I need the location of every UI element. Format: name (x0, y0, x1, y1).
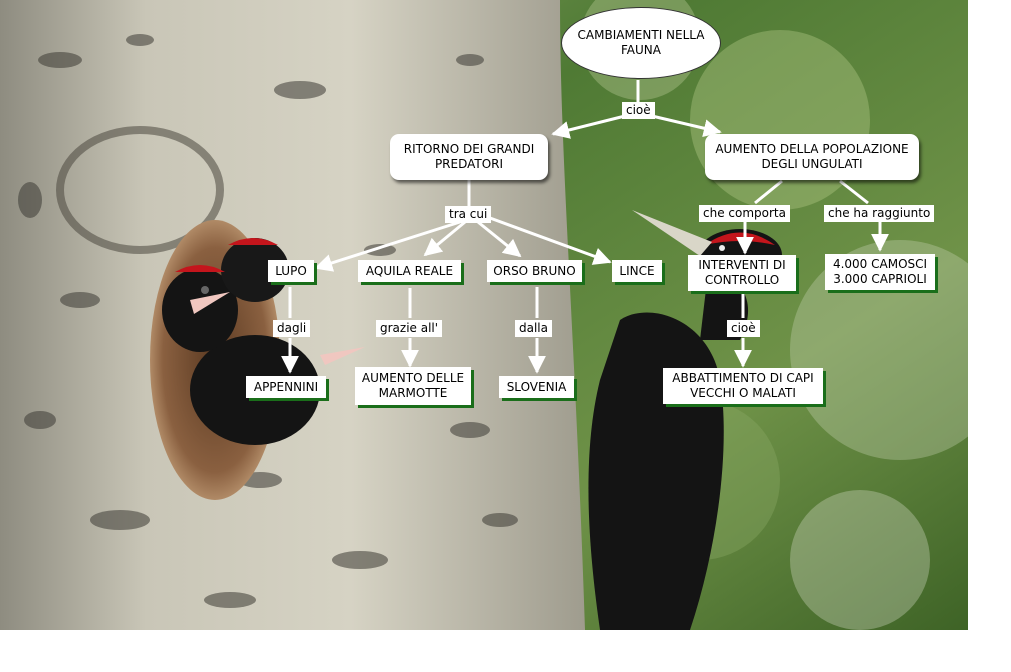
node-cambiamenti-fauna[interactable]: CAMBIAMENTI NELLA FAUNA (561, 7, 721, 79)
link-label-che-comporta: che comporta (699, 205, 790, 222)
link-label-dagli: dagli (273, 320, 311, 337)
link-label-cioe-root: cioè (622, 102, 655, 119)
link-label-cioe-controllo: cioè (727, 320, 760, 337)
node-aquila-reale[interactable]: AQUILA REALE (358, 260, 461, 282)
node-aumento-marmotte[interactable]: AUMENTO DELLE MARMOTTE (355, 367, 471, 405)
link-label-che-ha-raggiunto: che ha raggiunto (824, 205, 935, 222)
link-label-grazie-all: grazie all' (376, 320, 443, 337)
node-lince[interactable]: LINCE (612, 260, 662, 282)
node-interventi-controllo[interactable]: INTERVENTI DI CONTROLLO (688, 255, 796, 291)
woodpecker-photo (0, 0, 968, 630)
background-photo (0, 0, 968, 630)
node-lupo[interactable]: LUPO (268, 260, 314, 282)
node-aumento-ungulati[interactable]: AUMENTO DELLA POPOLAZIONE DEGLI UNGULATI (705, 134, 919, 180)
node-appennini[interactable]: APPENNINI (246, 376, 326, 398)
link-label-dalla: dalla (515, 320, 552, 337)
node-camosci-caprioli[interactable]: 4.000 CAMOSCI 3.000 CAPRIOLI (825, 254, 935, 290)
node-ritorno-predatori[interactable]: RITORNO DEI GRANDI PREDATORI (390, 134, 548, 180)
node-orso-bruno[interactable]: ORSO BRUNO (487, 260, 582, 282)
node-slovenia[interactable]: SLOVENIA (499, 376, 574, 398)
node-abbattimento-capi[interactable]: ABBATTIMENTO DI CAPI VECCHI O MALATI (663, 368, 823, 404)
link-label-tra-cui: tra cui (445, 206, 492, 223)
